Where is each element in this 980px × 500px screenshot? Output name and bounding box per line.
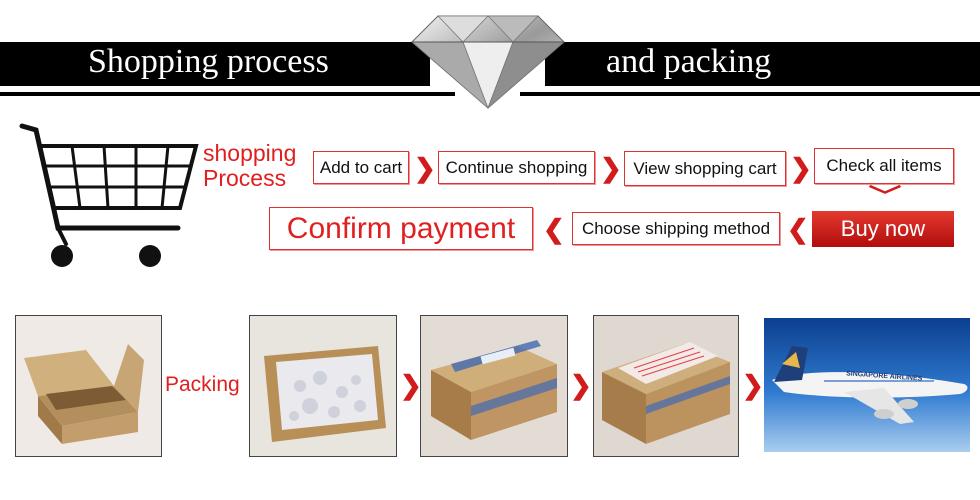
chevron-right-icon: ❯ [790, 153, 812, 183]
chevron-down-icon: ﹀ [868, 184, 902, 209]
airplane-photo: SINGAPORE AIRLINES [764, 318, 970, 452]
shopping-cart-icon [19, 123, 199, 267]
chevron-right-icon: ❯ [600, 153, 622, 183]
box-with-padding-photo [249, 315, 397, 457]
packing-label: Packing [165, 373, 240, 396]
chevron-right-icon: ❯ [570, 370, 592, 400]
header-title-left: Shopping process [88, 43, 329, 80]
header-underline-left [0, 92, 455, 96]
header-title-right: and packing [606, 43, 772, 80]
chevron-right-icon: ❯ [742, 370, 764, 400]
choose-shipping-method-button[interactable]: Choose shipping method [572, 212, 780, 245]
taped-box-photo [420, 315, 568, 457]
header-band-left [0, 42, 430, 86]
continue-shopping-button[interactable]: Continue shopping [438, 151, 595, 184]
diamond-icon [410, 15, 566, 110]
chevron-left-icon: ❮ [787, 214, 809, 244]
header-band-right [545, 42, 980, 86]
chevron-left-icon: ❮ [543, 214, 565, 244]
labeled-box-photo [593, 315, 739, 457]
process-label-line1: shopping [203, 140, 297, 166]
chevron-right-icon: ❯ [414, 153, 436, 183]
buy-now-button[interactable]: Buy now [812, 211, 954, 247]
process-label-line2: Process [203, 165, 287, 191]
confirm-payment-button[interactable]: Confirm payment [269, 207, 533, 250]
chevron-right-icon: ❯ [400, 370, 422, 400]
view-shopping-cart-button[interactable]: View shopping cart [624, 151, 786, 186]
open-box-photo [15, 315, 162, 457]
header-underline-right [520, 92, 980, 96]
check-all-items-button[interactable]: Check all items [814, 148, 954, 184]
add-to-cart-button[interactable]: Add to cart [313, 151, 409, 184]
